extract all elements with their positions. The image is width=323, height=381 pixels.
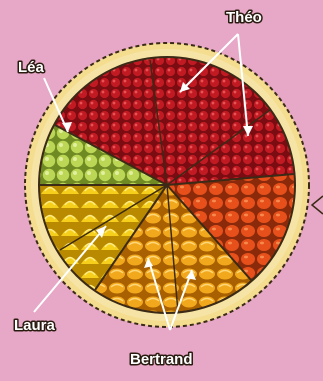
label-laura: Laura [14,317,56,334]
label-theo: Théo [226,9,262,26]
label-lea: Léa [18,59,45,76]
label-bertrand: Bertrand [130,351,193,368]
filling [40,57,294,312]
